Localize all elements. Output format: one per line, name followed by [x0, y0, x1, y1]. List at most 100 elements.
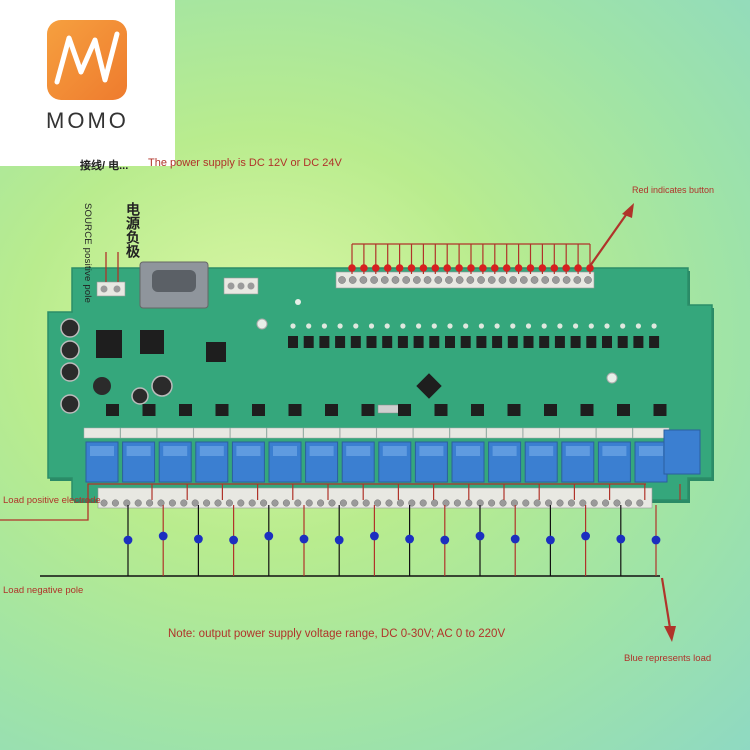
output-screw	[374, 499, 382, 507]
relay-header	[266, 427, 304, 439]
transistor-row	[106, 404, 667, 416]
capacitor	[60, 340, 80, 360]
output-screw	[134, 499, 142, 507]
inductor	[93, 377, 111, 395]
output-screw	[339, 499, 347, 507]
input-screw	[509, 276, 517, 284]
output-screw	[499, 499, 507, 507]
input-screw	[455, 276, 464, 284]
relay-header	[193, 427, 231, 439]
momo-logo-icon	[47, 20, 127, 100]
output-screw	[453, 499, 461, 507]
ic-chip	[206, 342, 226, 362]
output-screw	[180, 499, 188, 507]
load-positive-label: Load positive electrode	[3, 495, 101, 506]
relay-label-plate	[163, 446, 188, 456]
optocoupler	[413, 336, 424, 348]
relay-label-plate	[529, 446, 554, 456]
input-screw	[498, 276, 507, 284]
optocoupler	[570, 336, 581, 348]
relay-header	[230, 427, 267, 439]
led	[651, 323, 657, 329]
input-screw	[413, 276, 421, 284]
optocoupler	[382, 336, 393, 348]
load-dot-icon	[334, 535, 344, 545]
relay-header	[376, 427, 414, 439]
output-terminal-screws	[100, 499, 644, 507]
relay-header	[339, 427, 377, 439]
output-screw	[488, 499, 496, 507]
capacitor	[60, 318, 80, 338]
source-positive-label: SOURCE positive pole	[82, 203, 93, 304]
load-wires	[123, 484, 681, 576]
button-dot-icon	[360, 264, 368, 272]
output-screw	[533, 499, 541, 507]
output-screw	[396, 499, 404, 507]
output-screw	[579, 499, 587, 507]
led	[384, 323, 390, 329]
relay-header	[120, 427, 157, 439]
optocoupler	[617, 336, 628, 348]
transistor	[434, 404, 448, 416]
output-screw	[282, 499, 290, 507]
aux-terminal-screw	[247, 282, 255, 290]
output-screw	[362, 499, 370, 507]
button-dot-icon	[348, 264, 356, 272]
led	[431, 323, 437, 329]
relay-label-plate	[456, 446, 480, 456]
output-screw	[545, 499, 553, 507]
relay-label-plate	[126, 446, 151, 456]
optocoupler	[366, 336, 377, 348]
red-arrow-head-icon	[622, 203, 634, 218]
relay-label-plate	[639, 446, 663, 456]
led	[353, 323, 359, 329]
transistor	[106, 404, 119, 416]
capacitor	[131, 387, 149, 405]
load-dot-icon	[475, 531, 485, 541]
output-screw	[590, 499, 598, 507]
input-screw	[477, 276, 485, 284]
relay-header	[156, 427, 194, 439]
output-screw	[351, 499, 359, 507]
relay-label-plate	[199, 446, 224, 456]
led	[541, 323, 547, 329]
transistor	[142, 404, 156, 416]
ic-chip	[96, 330, 122, 358]
relay-label-plate	[492, 446, 517, 456]
output-screw	[385, 499, 393, 507]
led	[620, 323, 626, 329]
button-dot-icon	[443, 264, 452, 272]
load-dot-icon	[510, 534, 520, 544]
load-dot-icon	[299, 534, 309, 544]
relay-header	[413, 427, 450, 439]
load-dot-icon	[546, 535, 555, 545]
input-screw	[434, 276, 443, 284]
mcu-chip	[416, 373, 442, 399]
output-screw	[328, 499, 336, 507]
capacitor	[60, 394, 80, 414]
output-screw	[157, 499, 165, 507]
led	[478, 323, 484, 329]
voltage-note: Note: output power supply voltage range,…	[168, 628, 506, 640]
load-dot-icon	[264, 531, 274, 541]
db9-port	[152, 270, 196, 292]
source-negative-label: 电源负极	[124, 202, 140, 258]
button-dot-icon	[467, 264, 475, 272]
load-dot-icon	[370, 531, 379, 541]
button-dot-icon	[479, 264, 487, 272]
logo-text: MOMO	[46, 108, 129, 133]
output-screw	[556, 499, 564, 507]
output-screw	[237, 499, 245, 507]
output-screw	[431, 499, 439, 507]
relay-row	[83, 427, 701, 483]
output-screw	[146, 499, 154, 507]
aux-terminal-screw	[227, 282, 235, 290]
ic-chip	[140, 330, 164, 354]
optocoupler	[586, 336, 597, 348]
led	[604, 323, 610, 329]
button-dot-icon	[372, 264, 380, 272]
led	[321, 323, 327, 329]
transistor	[252, 404, 265, 416]
load-dot-icon	[194, 534, 203, 544]
